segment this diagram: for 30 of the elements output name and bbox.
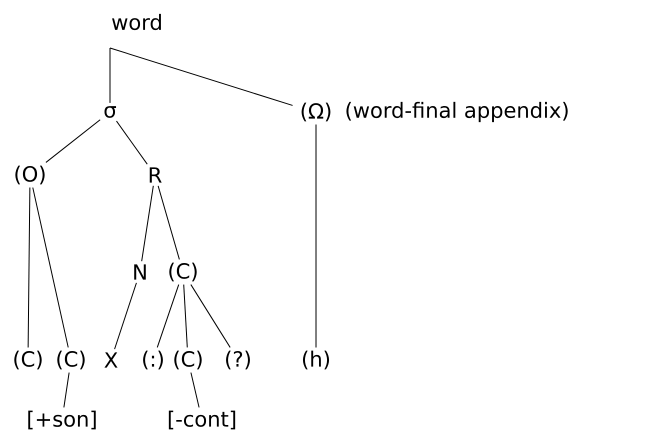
tree-label: [-cont] — [168, 410, 236, 430]
tree-label: σ — [104, 106, 116, 118]
tree-branch — [190, 284, 231, 348]
tree-label: (C) — [57, 350, 85, 370]
tree-label: (?) — [226, 350, 250, 370]
tree-branch — [116, 120, 148, 165]
tree-branch — [63, 372, 70, 408]
tree-label: R — [150, 167, 162, 183]
tree-branch — [141, 185, 154, 262]
tree-branch — [158, 185, 180, 260]
tree-label: (Ω) — [302, 102, 330, 122]
tree-branch — [32, 187, 69, 348]
tree-label: (h) — [302, 350, 330, 370]
tree-branch — [183, 284, 188, 348]
tree-branch — [114, 282, 137, 350]
tree-branch — [45, 119, 101, 163]
tree-label: N — [134, 264, 146, 280]
tree-label: (C) — [169, 262, 197, 282]
tree-label: word — [112, 14, 161, 30]
tree-branch — [190, 372, 200, 408]
annotation: (word-final appendix) — [346, 102, 568, 122]
tree-label: (O) — [15, 166, 45, 184]
tree-label: (:) — [143, 350, 163, 370]
tree-branch — [110, 48, 294, 106]
tree-label: (C) — [14, 350, 42, 370]
tree-branch — [156, 284, 180, 348]
tree-label: [+son] — [28, 410, 96, 430]
tree-label: (C) — [174, 350, 202, 370]
tree-label: X — [104, 352, 118, 368]
tree-branch — [28, 187, 30, 348]
